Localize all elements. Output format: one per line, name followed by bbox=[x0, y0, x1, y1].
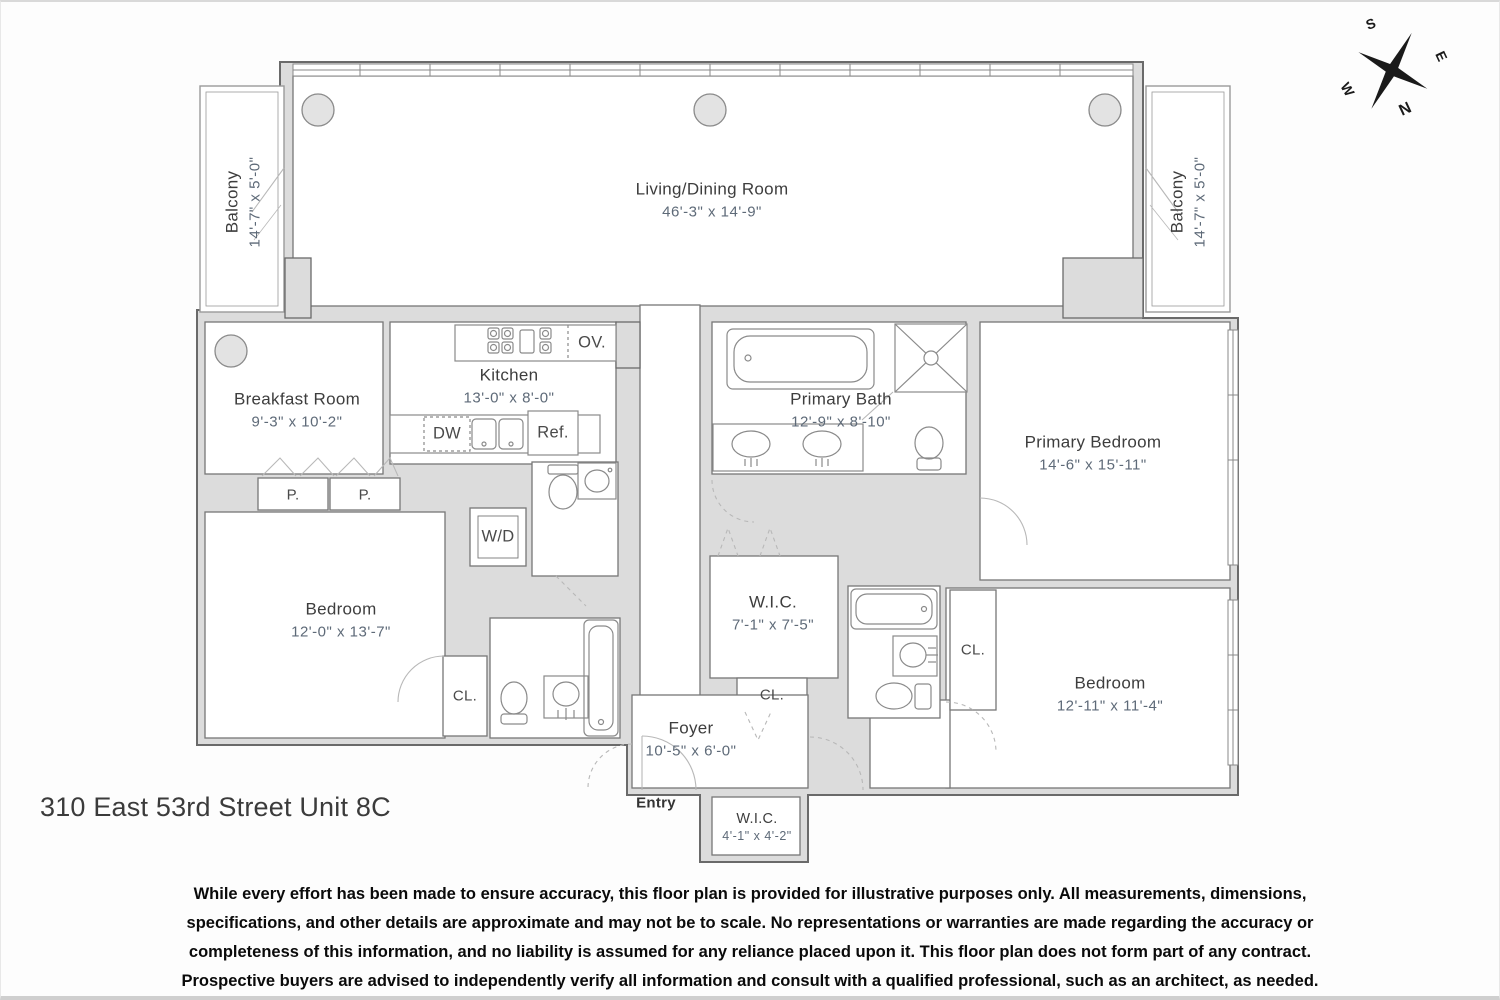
wall-piers bbox=[284, 257, 1144, 369]
room-label-wic-entry: W.I.C. 4'-1" x 4'-2" bbox=[722, 811, 792, 843]
room-label-breakfast-room: Breakfast Room 9'-3" x 10'-2" bbox=[233, 389, 361, 431]
refrigerator-label: Ref. bbox=[537, 423, 569, 442]
washer-dryer-label: W/D bbox=[481, 527, 515, 546]
kitchen-fixtures bbox=[389, 324, 617, 456]
disclaimer-line: specifications, and other details are ap… bbox=[186, 914, 1314, 932]
compass-rose: S E W N bbox=[1332, 8, 1452, 135]
structural-columns bbox=[214, 93, 1122, 368]
pantry2-label: P. bbox=[358, 486, 372, 504]
oven-label: OV. bbox=[578, 333, 606, 352]
room-label-bedroom-left: Bedroom 12'-0" x 13'-7" bbox=[291, 599, 391, 641]
closet-foyer-label: CL. bbox=[759, 686, 785, 704]
room-label-wic-center: W.I.C. 7'-1" x 7'-5" bbox=[731, 592, 815, 634]
room-label-bedroom-right: Bedroom 12'-11" x 11'-4" bbox=[1056, 673, 1164, 715]
disclaimer-line: Prospective buyers are advised to indepe… bbox=[181, 972, 1319, 990]
bath2-fixtures bbox=[500, 619, 619, 737]
room-label-balcony-right: Balcony 14'-7" x 5'-0" bbox=[1167, 156, 1209, 248]
compass-s-label: S bbox=[1364, 15, 1378, 33]
room-label-foyer: Foyer 10'-5" x 6'-0" bbox=[645, 718, 737, 760]
closet-left-label: CL. bbox=[452, 687, 478, 705]
bath3-fixtures bbox=[850, 588, 938, 710]
address-title: 310 East 53rd Street Unit 8C bbox=[40, 792, 391, 822]
room-label-kitchen: Kitchen 13'-0" x 8'-0" bbox=[463, 365, 555, 407]
powder-room-fixtures bbox=[547, 462, 617, 510]
windows bbox=[292, 63, 1239, 766]
compass-n-label: N bbox=[1397, 99, 1415, 119]
pantry1-label: P. bbox=[286, 486, 300, 504]
balcony-left-outline bbox=[199, 85, 285, 313]
room-label-primary-bedroom: Primary Bedroom 14'-6" x 15'-11" bbox=[1024, 432, 1162, 474]
compass-e-label: E bbox=[1432, 49, 1450, 64]
dishwasher-label: DW bbox=[432, 424, 462, 443]
disclaimer-text: While every effort has been made to ensu… bbox=[0, 880, 1500, 996]
room-label-living-dining: Living/Dining Room 46'-3" x 14'-9" bbox=[635, 179, 789, 221]
balcony-right-outline bbox=[1145, 85, 1231, 313]
primary-bath-fixtures bbox=[712, 323, 968, 472]
compass-w-label: W bbox=[1337, 80, 1358, 100]
disclaimer-line: While every effort has been made to ensu… bbox=[193, 885, 1307, 903]
entry-label: Entry bbox=[636, 794, 676, 812]
room-label-balcony-left: Balcony 14'-7" x 5'-0" bbox=[222, 156, 264, 248]
closet-right-label: CL. bbox=[960, 641, 986, 659]
door-swings bbox=[251, 167, 1179, 791]
room-label-primary-bath: Primary Bath 12'-9" x 8'-10" bbox=[790, 389, 892, 431]
disclaimer-line: completeness of this information, and no… bbox=[188, 943, 1312, 961]
